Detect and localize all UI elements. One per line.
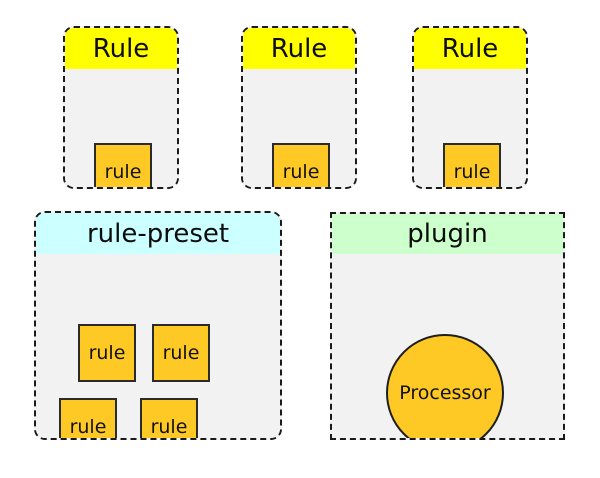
rule-node[interactable]: rule [94,143,152,187]
rule-card-3[interactable]: Rule rule [412,26,528,189]
rule-node[interactable]: rule [443,143,501,187]
rule-node-label: rule [88,341,126,364]
rule-card-1-body: rule [65,69,177,187]
rule-node-label: rule [104,160,142,183]
plugin-header-label: plugin [407,219,488,249]
rule-node-label: rule [69,415,107,438]
rule-preset-header: rule-preset [36,213,280,254]
plugin-package[interactable]: plugin Processor [330,212,565,440]
processor-node-label: Processor [399,381,491,404]
rule-card-3-body: rule [414,69,526,187]
rule-card-1-header-label: Rule [92,33,150,64]
rule-preset-body: rule rule rule rule [36,254,280,438]
rule-node[interactable]: rule [140,398,198,438]
rule-node[interactable]: rule [78,324,136,382]
rule-card-3-header: Rule [414,28,526,69]
rule-card-2-header: Rule [243,28,355,69]
plugin-body: Processor [332,254,563,438]
rule-node-label: rule [453,160,491,183]
rule-node[interactable]: rule [152,324,210,382]
rule-node[interactable]: rule [272,143,330,187]
rule-preset-header-label: rule-preset [86,218,230,249]
rule-node-label: rule [150,415,188,438]
rule-card-3-header-label: Rule [441,33,499,64]
rule-card-2[interactable]: Rule rule [241,26,357,189]
processor-node[interactable]: Processor [386,334,504,438]
plugin-header: plugin [332,214,563,254]
rule-card-1-header: Rule [65,28,177,69]
rule-card-1[interactable]: Rule rule [63,26,179,189]
rule-card-2-body: rule [243,69,355,187]
rule-node[interactable]: rule [59,398,117,438]
rule-node-label: rule [162,341,200,364]
rule-card-2-header-label: Rule [270,33,328,64]
rule-node-label: rule [282,160,320,183]
rule-preset-package[interactable]: rule-preset rule rule rule rule [34,211,282,440]
